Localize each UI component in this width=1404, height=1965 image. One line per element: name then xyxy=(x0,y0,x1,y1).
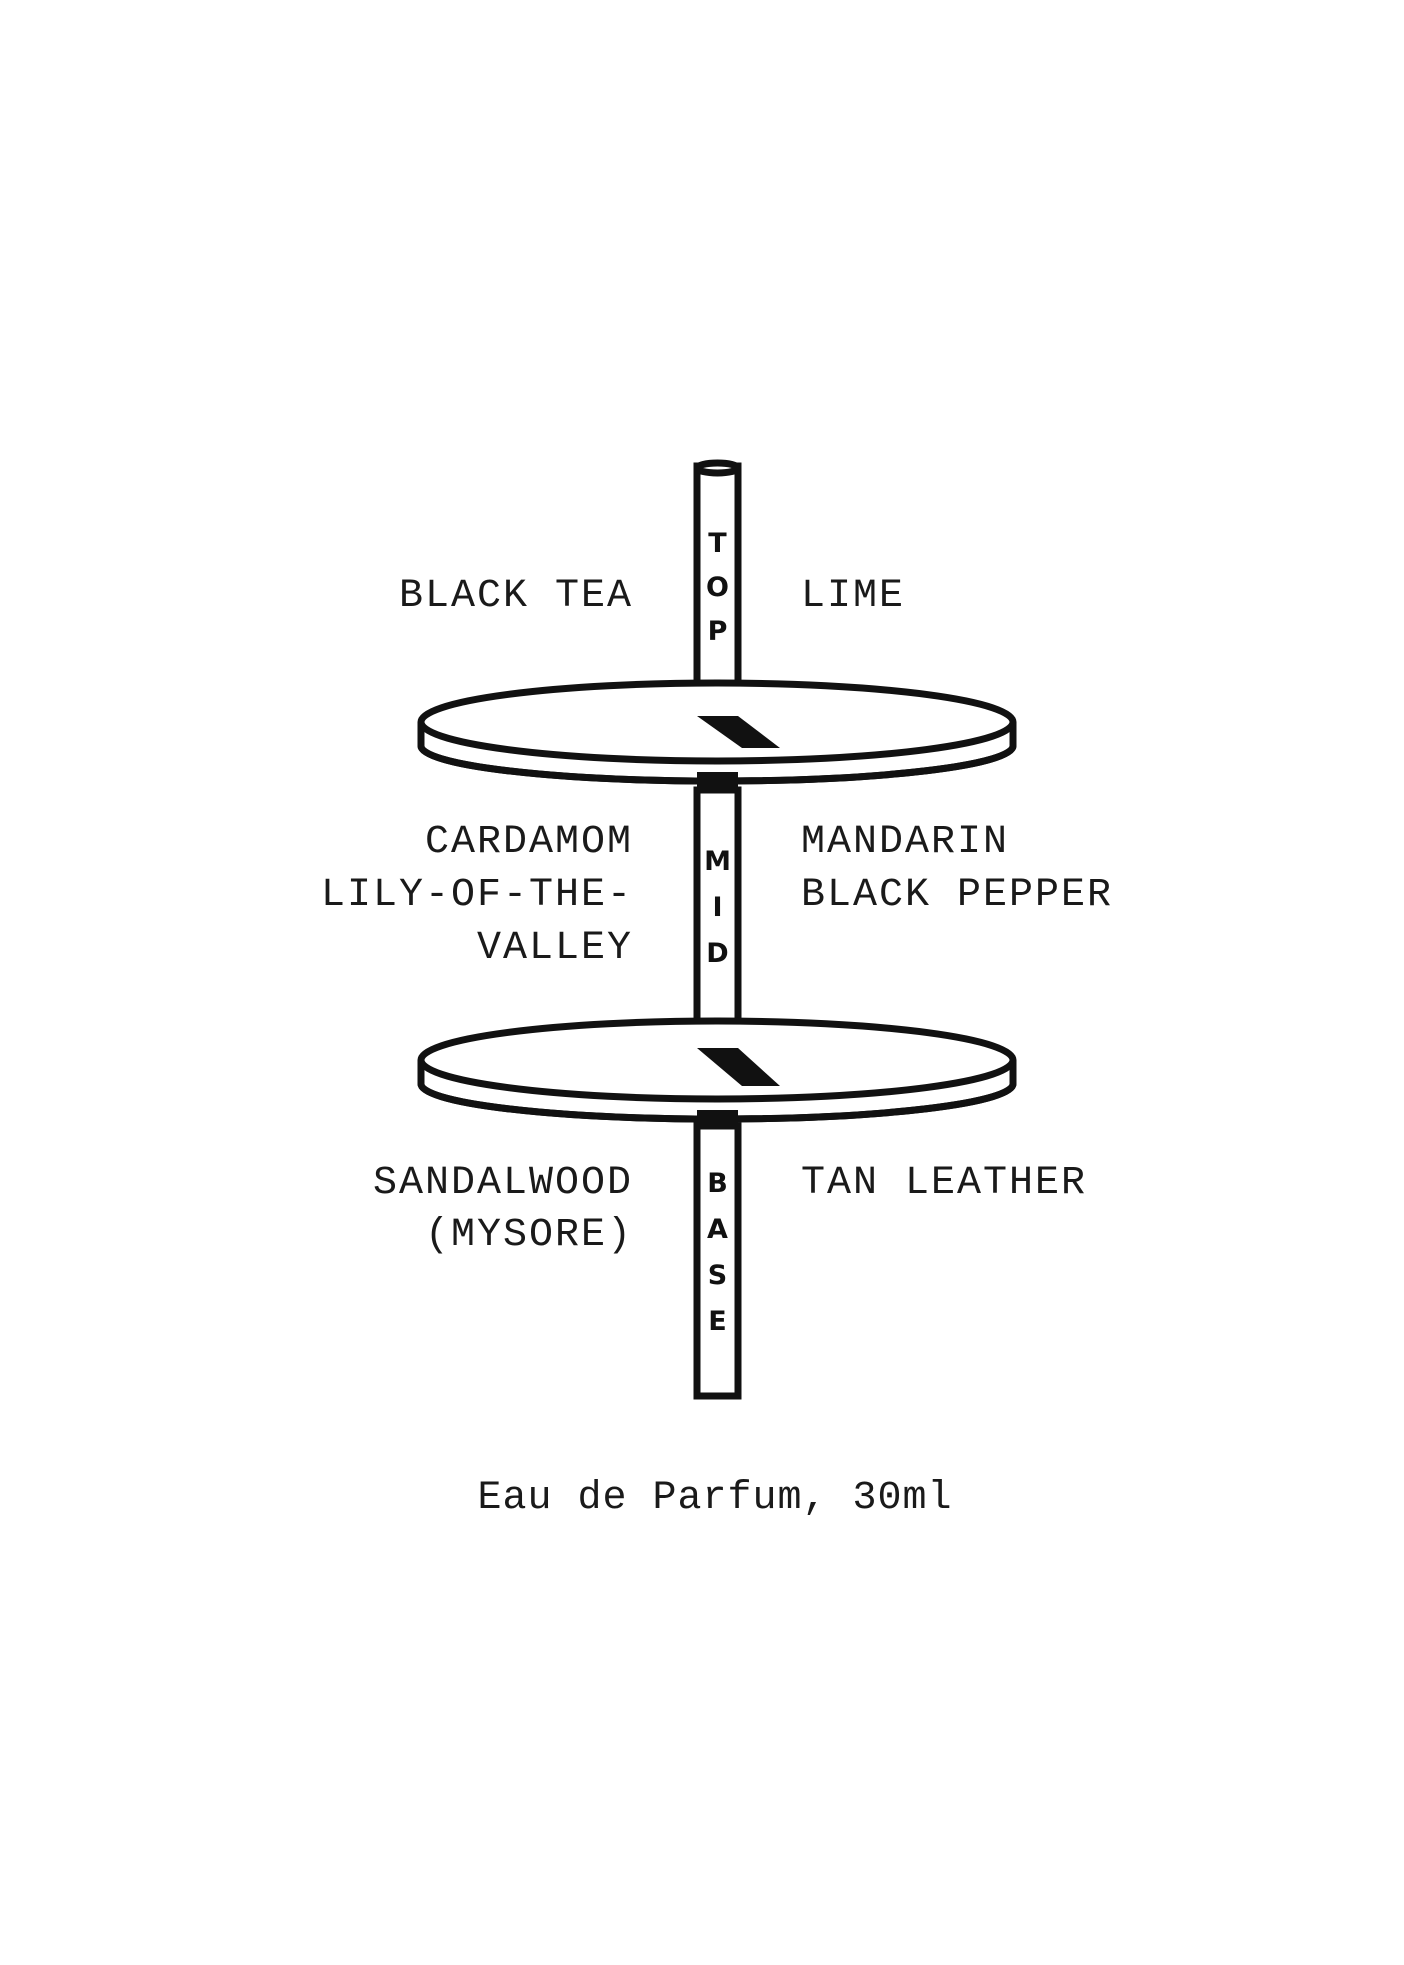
tier-mid-letter-3: D xyxy=(706,938,728,969)
tier-top-letter-1: T xyxy=(708,528,727,559)
tier-top-letter-2: O xyxy=(706,572,729,603)
tier-mid-letter-2: I xyxy=(712,892,722,923)
mid-left-note-2: LILY-OF-THE- xyxy=(321,873,633,918)
tier-base-letter-2: A xyxy=(707,1214,728,1245)
base-right-note-1: TAN LEATHER xyxy=(801,1161,1087,1206)
tier-label-mid: M I D xyxy=(704,846,731,969)
tier-base-letter-4: E xyxy=(708,1306,726,1337)
tier-base-letter-1: B xyxy=(707,1168,728,1199)
tier-top-letter-3: P xyxy=(708,616,728,647)
base-left-note-2: (MYSORE) xyxy=(425,1213,633,1258)
tier-mid-letter-1: M xyxy=(704,846,731,877)
top-left-note-1: BLACK TEA xyxy=(399,574,633,619)
upper-disc xyxy=(417,679,1017,785)
lower-disc xyxy=(417,1017,1017,1123)
base-rod xyxy=(693,1110,742,1400)
upper-disc-rod-shadow xyxy=(697,716,780,748)
product-caption: Eau de Parfum, 30ml xyxy=(477,1476,952,1521)
mid-right-note-2: BLACK PEPPER xyxy=(801,873,1113,918)
tier-label-base: B A S E xyxy=(707,1168,728,1337)
mid-rod xyxy=(693,772,742,1052)
mid-right-note-1: MANDARIN xyxy=(801,820,1009,865)
mid-left-note-1: CARDAMOM xyxy=(425,820,633,865)
tier-base-letter-3: S xyxy=(708,1260,727,1291)
base-left-note-1: SANDALWOOD xyxy=(373,1161,633,1206)
mid-left-note-3: VALLEY xyxy=(477,926,633,971)
lower-disc-rod-shadow xyxy=(697,1048,780,1086)
top-right-note-1: LIME xyxy=(801,574,905,619)
tier-label-top: T O P xyxy=(706,528,729,647)
